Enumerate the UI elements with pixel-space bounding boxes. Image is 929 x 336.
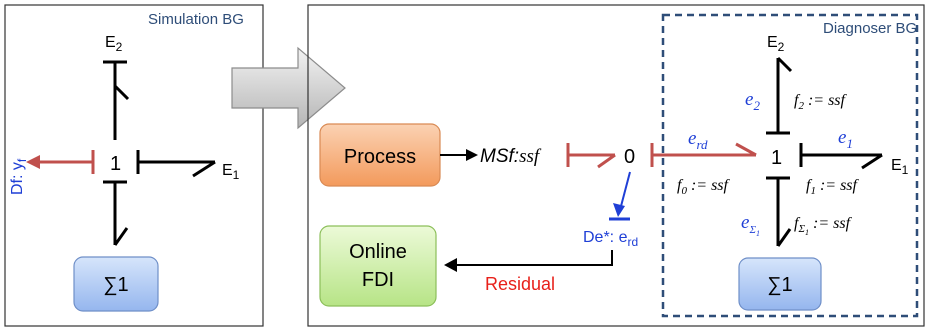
simulation-panel-title: Simulation BG [148, 11, 244, 28]
diagnoser-title: Diagnoser BG [823, 20, 917, 37]
left-e2-label: E2 [105, 34, 123, 54]
left-e1-label: E1 [222, 162, 240, 182]
erd-label: erd [688, 128, 708, 152]
zero-junction: 0 [624, 146, 635, 168]
left-df-label: Df: yf [9, 158, 29, 195]
diag-esig-label: eΣ1 [741, 212, 760, 238]
diag-e1-effort-label: e1 [838, 127, 853, 151]
big-right-arrow-icon [231, 46, 346, 130]
left-one-junction: 1 [110, 153, 121, 175]
diagnoser-one-junction: 1 [771, 147, 782, 169]
diag-e2-label: E2 [767, 34, 785, 54]
residual-arrowhead [444, 258, 457, 272]
diag-f2-label: f2 := ssf [794, 92, 848, 112]
de-arrowhead [613, 203, 625, 217]
online-fdi-line2: FDI [362, 269, 394, 291]
msf-to-zero-half-arrow [597, 153, 616, 169]
left-bond-down-half-arrow [113, 227, 129, 246]
diagnosis-panel-border [307, 4, 925, 327]
online-fdi-line1: Online [349, 241, 407, 263]
diag-E1-label: E1 [891, 157, 909, 177]
simulation-panel: Simulation BG E2 1 E1 Df: yf ∑1 [4, 4, 264, 327]
residual-label: Residual [485, 274, 555, 294]
left-sum-label: ∑1 [103, 274, 128, 296]
de-label: De*: erd [583, 229, 638, 249]
diag-fsig-label: fΣ1 := ssf [794, 215, 853, 237]
diagnosis-panel: Diagnoser BG Process MSf:ssf 0 erd f0 :=… [307, 4, 925, 327]
online-fdi-box [319, 225, 437, 307]
f0-label: f0 := ssf [677, 177, 731, 197]
process-to-msf-arrowhead [466, 149, 478, 161]
process-label: Process [344, 146, 416, 168]
zero-to-one-half-arrow [735, 142, 757, 157]
left-bond-right-half-arrow [192, 160, 216, 178]
diag-bond-down-half-arrow [776, 228, 792, 247]
left-sum-box [73, 256, 159, 312]
left-bond-up-half-arrow [113, 84, 130, 101]
diag-sum-label: ∑1 [767, 274, 792, 296]
diag-bond-up-half-arrow [776, 56, 793, 73]
diag-bond-right-half-arrow [861, 153, 883, 170]
diag-sum-box [738, 257, 822, 311]
diag-e2-effort-label: e2 [745, 89, 760, 113]
diagnoser-box [661, 13, 919, 318]
diag-f1-label: f1 := ssf [806, 177, 860, 197]
residual-line [456, 250, 613, 266]
left-df-arrowhead [26, 155, 40, 169]
msf-label: MSf:ssf [480, 146, 542, 167]
de-bond [619, 171, 631, 211]
